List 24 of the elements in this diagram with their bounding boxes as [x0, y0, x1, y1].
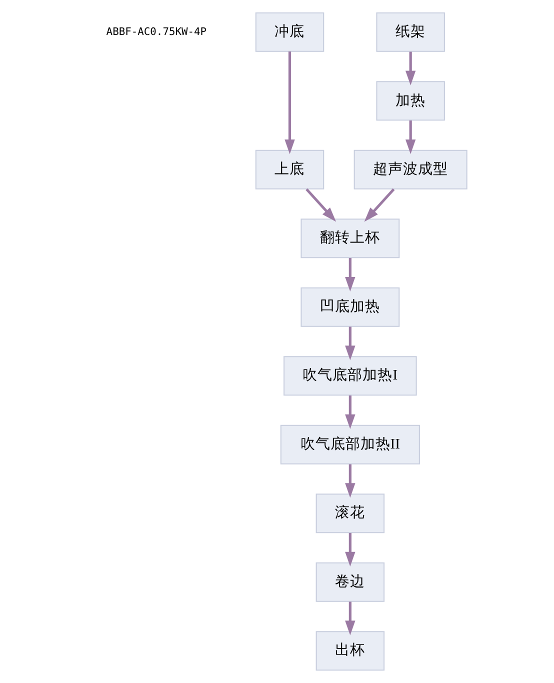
- arrow: [306, 188, 336, 222]
- node-box: 冲底: [255, 12, 324, 52]
- node-box: 加热: [376, 81, 445, 121]
- node-box: 凹底加热: [300, 287, 400, 327]
- node-box: 滚花: [316, 494, 385, 534]
- node-box: 翻转上杯: [300, 218, 400, 258]
- arrow: [345, 326, 356, 360]
- node-box: 超声波成型: [354, 150, 468, 190]
- arrow: [364, 188, 395, 222]
- arrow: [284, 51, 295, 154]
- node-box: 上底: [255, 150, 324, 190]
- node-box: 吹气底部加热II: [280, 424, 420, 464]
- arrow: [345, 602, 356, 636]
- node-box: 出杯: [316, 631, 385, 671]
- arrow: [345, 464, 356, 498]
- label: ABBF-AC0.75KW-4P: [106, 26, 207, 38]
- node-box: 纸架: [376, 12, 445, 52]
- arrow: [345, 532, 356, 567]
- node-box: 卷边: [316, 562, 385, 602]
- arrow: [345, 395, 356, 430]
- arrow: [405, 52, 416, 86]
- arrow: [405, 120, 416, 154]
- node-box: 吹气底部加热I: [284, 356, 417, 396]
- arrow: [345, 258, 356, 292]
